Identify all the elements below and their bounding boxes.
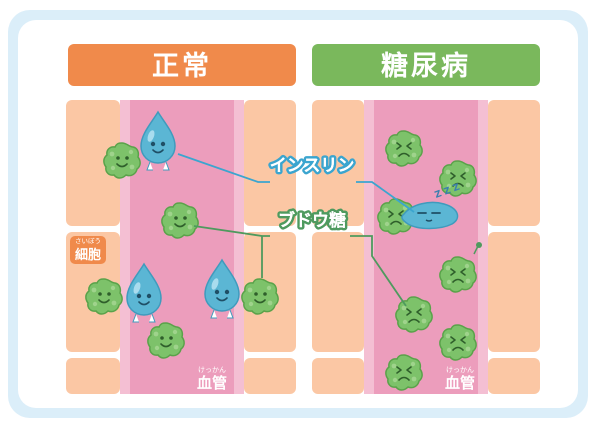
vessel-label: 血管: [445, 374, 475, 392]
tissue-block: [312, 100, 364, 226]
diabetes-header: [312, 44, 540, 86]
normal-title: 正常: [152, 51, 212, 82]
vessel-ruby: けっかん: [198, 366, 226, 374]
glucose-molecule-icon: [385, 130, 423, 167]
glucose-label: ブドウ糖: [278, 210, 346, 231]
insulin-callout: インスリン インスリン: [177, 153, 415, 213]
tissue-block: [488, 232, 540, 352]
insulin-connector: [177, 153, 270, 183]
glucose-molecule-icon: [241, 278, 279, 315]
glucose-molecule-icon: [439, 324, 477, 361]
glucose-molecule-icon: [147, 322, 185, 359]
cell-label-ruby: さいぼう: [75, 237, 101, 245]
glucose-molecule-icon: [103, 142, 141, 179]
glucose-connector: [350, 235, 407, 307]
tissue-block: [66, 100, 120, 226]
diabetes-title: 糖尿病: [381, 50, 471, 82]
cell-label: 細胞: [75, 247, 101, 263]
glucose-molecule-icon: [395, 296, 433, 333]
tissue-block: [312, 358, 364, 394]
vessel-ruby: けっかん: [446, 366, 474, 374]
insulin-label-outline: インスリン: [270, 156, 355, 176]
glucose-callout: ブドウ糖 ブドウ糖: [193, 208, 407, 307]
tissue-block: [488, 358, 540, 394]
vessel-label: 血管: [197, 374, 227, 392]
glucose-molecule-icon: [439, 256, 477, 293]
glucose-molecule-icon: [385, 354, 423, 391]
normal-header: [68, 44, 296, 86]
glucose-molecule-icon: [161, 202, 199, 239]
glucose-molecule-icon: [85, 278, 123, 315]
tissue-block: [488, 100, 540, 226]
tissue-block: [244, 358, 296, 394]
glucose-label-outline: ブドウ糖: [278, 210, 346, 231]
broken-insulin-icon: [473, 242, 482, 255]
tissue-block: [66, 358, 120, 394]
normal-panel: 正常 さいぼう 細胞 けっかん 血管: [66, 44, 296, 394]
tissue-block: [244, 100, 296, 226]
cell-label-box: [70, 236, 106, 264]
insulin-connector: [356, 181, 415, 213]
tissue-block: [312, 232, 364, 352]
insulin-label: インスリン: [270, 156, 355, 176]
diabetes-panel: 糖尿病 Z Z Z けっかん 血管: [312, 44, 540, 394]
